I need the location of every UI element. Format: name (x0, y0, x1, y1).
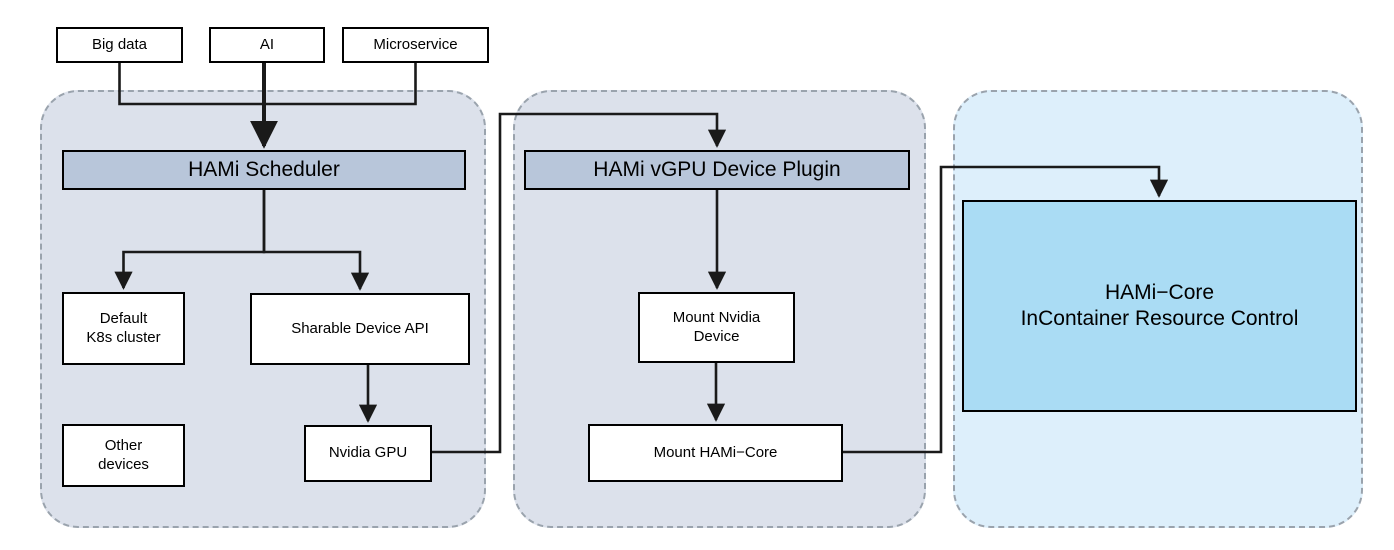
source-node-big-data[interactable]: Big data (56, 27, 183, 63)
hami-vgpu-device-plugin-node[interactable]: HAMi vGPU Device Plugin (524, 150, 910, 190)
source-node-label: Big data (91, 35, 148, 53)
default-k8s-cluster-label: Default K8s cluster (86, 309, 161, 346)
nvidia-gpu-node[interactable]: Nvidia GPU (304, 425, 432, 482)
sharable-device-api-label: Sharable Device API (291, 319, 429, 337)
hami-vgpu-device-plugin-label: HAMi vGPU Device Plugin (593, 157, 841, 181)
mount-hami-core-node[interactable]: Mount HAMi−Core (588, 424, 843, 482)
other-devices-node[interactable]: Other devices (62, 424, 185, 487)
mount-nvidia-device-label: Mount Nvidia Device (672, 308, 761, 345)
source-node-label: Microservice (373, 35, 458, 53)
mount-hami-core-label: Mount HAMi−Core (653, 443, 778, 461)
source-node-ai[interactable]: AI (209, 27, 325, 63)
source-node-microservice[interactable]: Microservice (342, 27, 489, 63)
source-node-label: AI (259, 35, 275, 53)
mount-nvidia-device-node[interactable]: Mount Nvidia Device (638, 292, 795, 363)
hami-core-label: HAMi−Core InContainer Resource Control (1020, 280, 1299, 330)
hami-scheduler-label: HAMi Scheduler (188, 157, 340, 181)
hami-scheduler-node[interactable]: HAMi Scheduler (62, 150, 466, 190)
other-devices-label: Other devices (98, 436, 149, 473)
hami-core-incontainer-resource-control-node[interactable]: HAMi−Core InContainer Resource Control (962, 200, 1357, 412)
default-k8s-cluster-node[interactable]: Default K8s cluster (62, 292, 185, 365)
nvidia-gpu-label: Nvidia GPU (328, 444, 408, 462)
sharable-device-api-node[interactable]: Sharable Device API (250, 293, 470, 365)
